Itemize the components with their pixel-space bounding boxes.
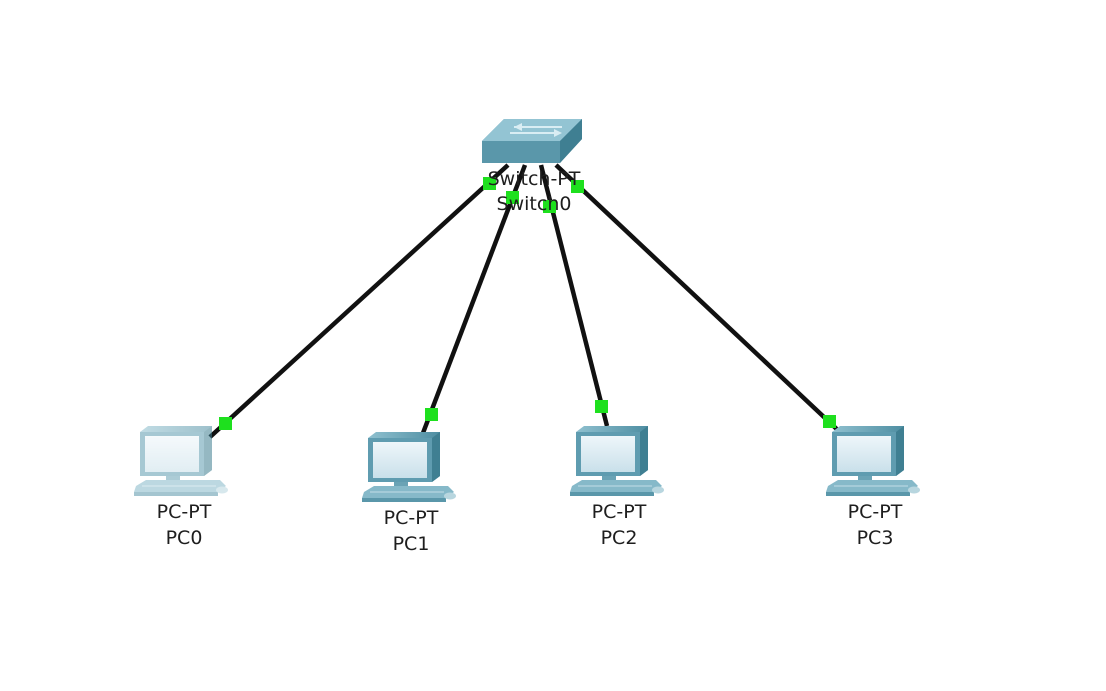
pc3-model-label: PC-PT	[847, 501, 903, 523]
switch0-name-label: Switch0	[496, 193, 572, 215]
pc2-name-label: PC2	[600, 527, 638, 549]
switch0-model-label: Switch-PT	[487, 168, 581, 190]
link-light-pc0	[219, 417, 232, 430]
cable-switch0-pc0[interactable]	[208, 163, 510, 439]
link-light-pc1	[425, 408, 438, 421]
link-light-pc2	[595, 400, 608, 413]
cable-switch0-pc3[interactable]	[554, 163, 844, 436]
cable-switch0-pc1[interactable]	[420, 164, 528, 434]
link-light-switch0-pc3	[571, 180, 584, 193]
pc2-model-label: PC-PT	[591, 501, 647, 523]
link-light-switch0-pc2	[543, 200, 556, 213]
link-light-switch0-pc1	[506, 191, 519, 204]
link-light-switch0-pc0	[483, 177, 496, 190]
link-light-pc3	[823, 415, 836, 428]
pc1-name-label: PC1	[392, 533, 430, 555]
switch0-icon[interactable]	[481, 118, 583, 164]
pc0-icon[interactable]	[133, 425, 229, 497]
pc0-model-label: PC-PT	[156, 501, 212, 523]
pc3-icon[interactable]	[825, 425, 921, 497]
pc2-icon[interactable]	[569, 425, 665, 497]
pc1-model-label: PC-PT	[383, 507, 439, 529]
link-lights	[219, 177, 836, 430]
pc3-name-label: PC3	[856, 527, 894, 549]
pc1-icon[interactable]	[361, 431, 457, 503]
pc0-name-label: PC0	[165, 527, 203, 549]
